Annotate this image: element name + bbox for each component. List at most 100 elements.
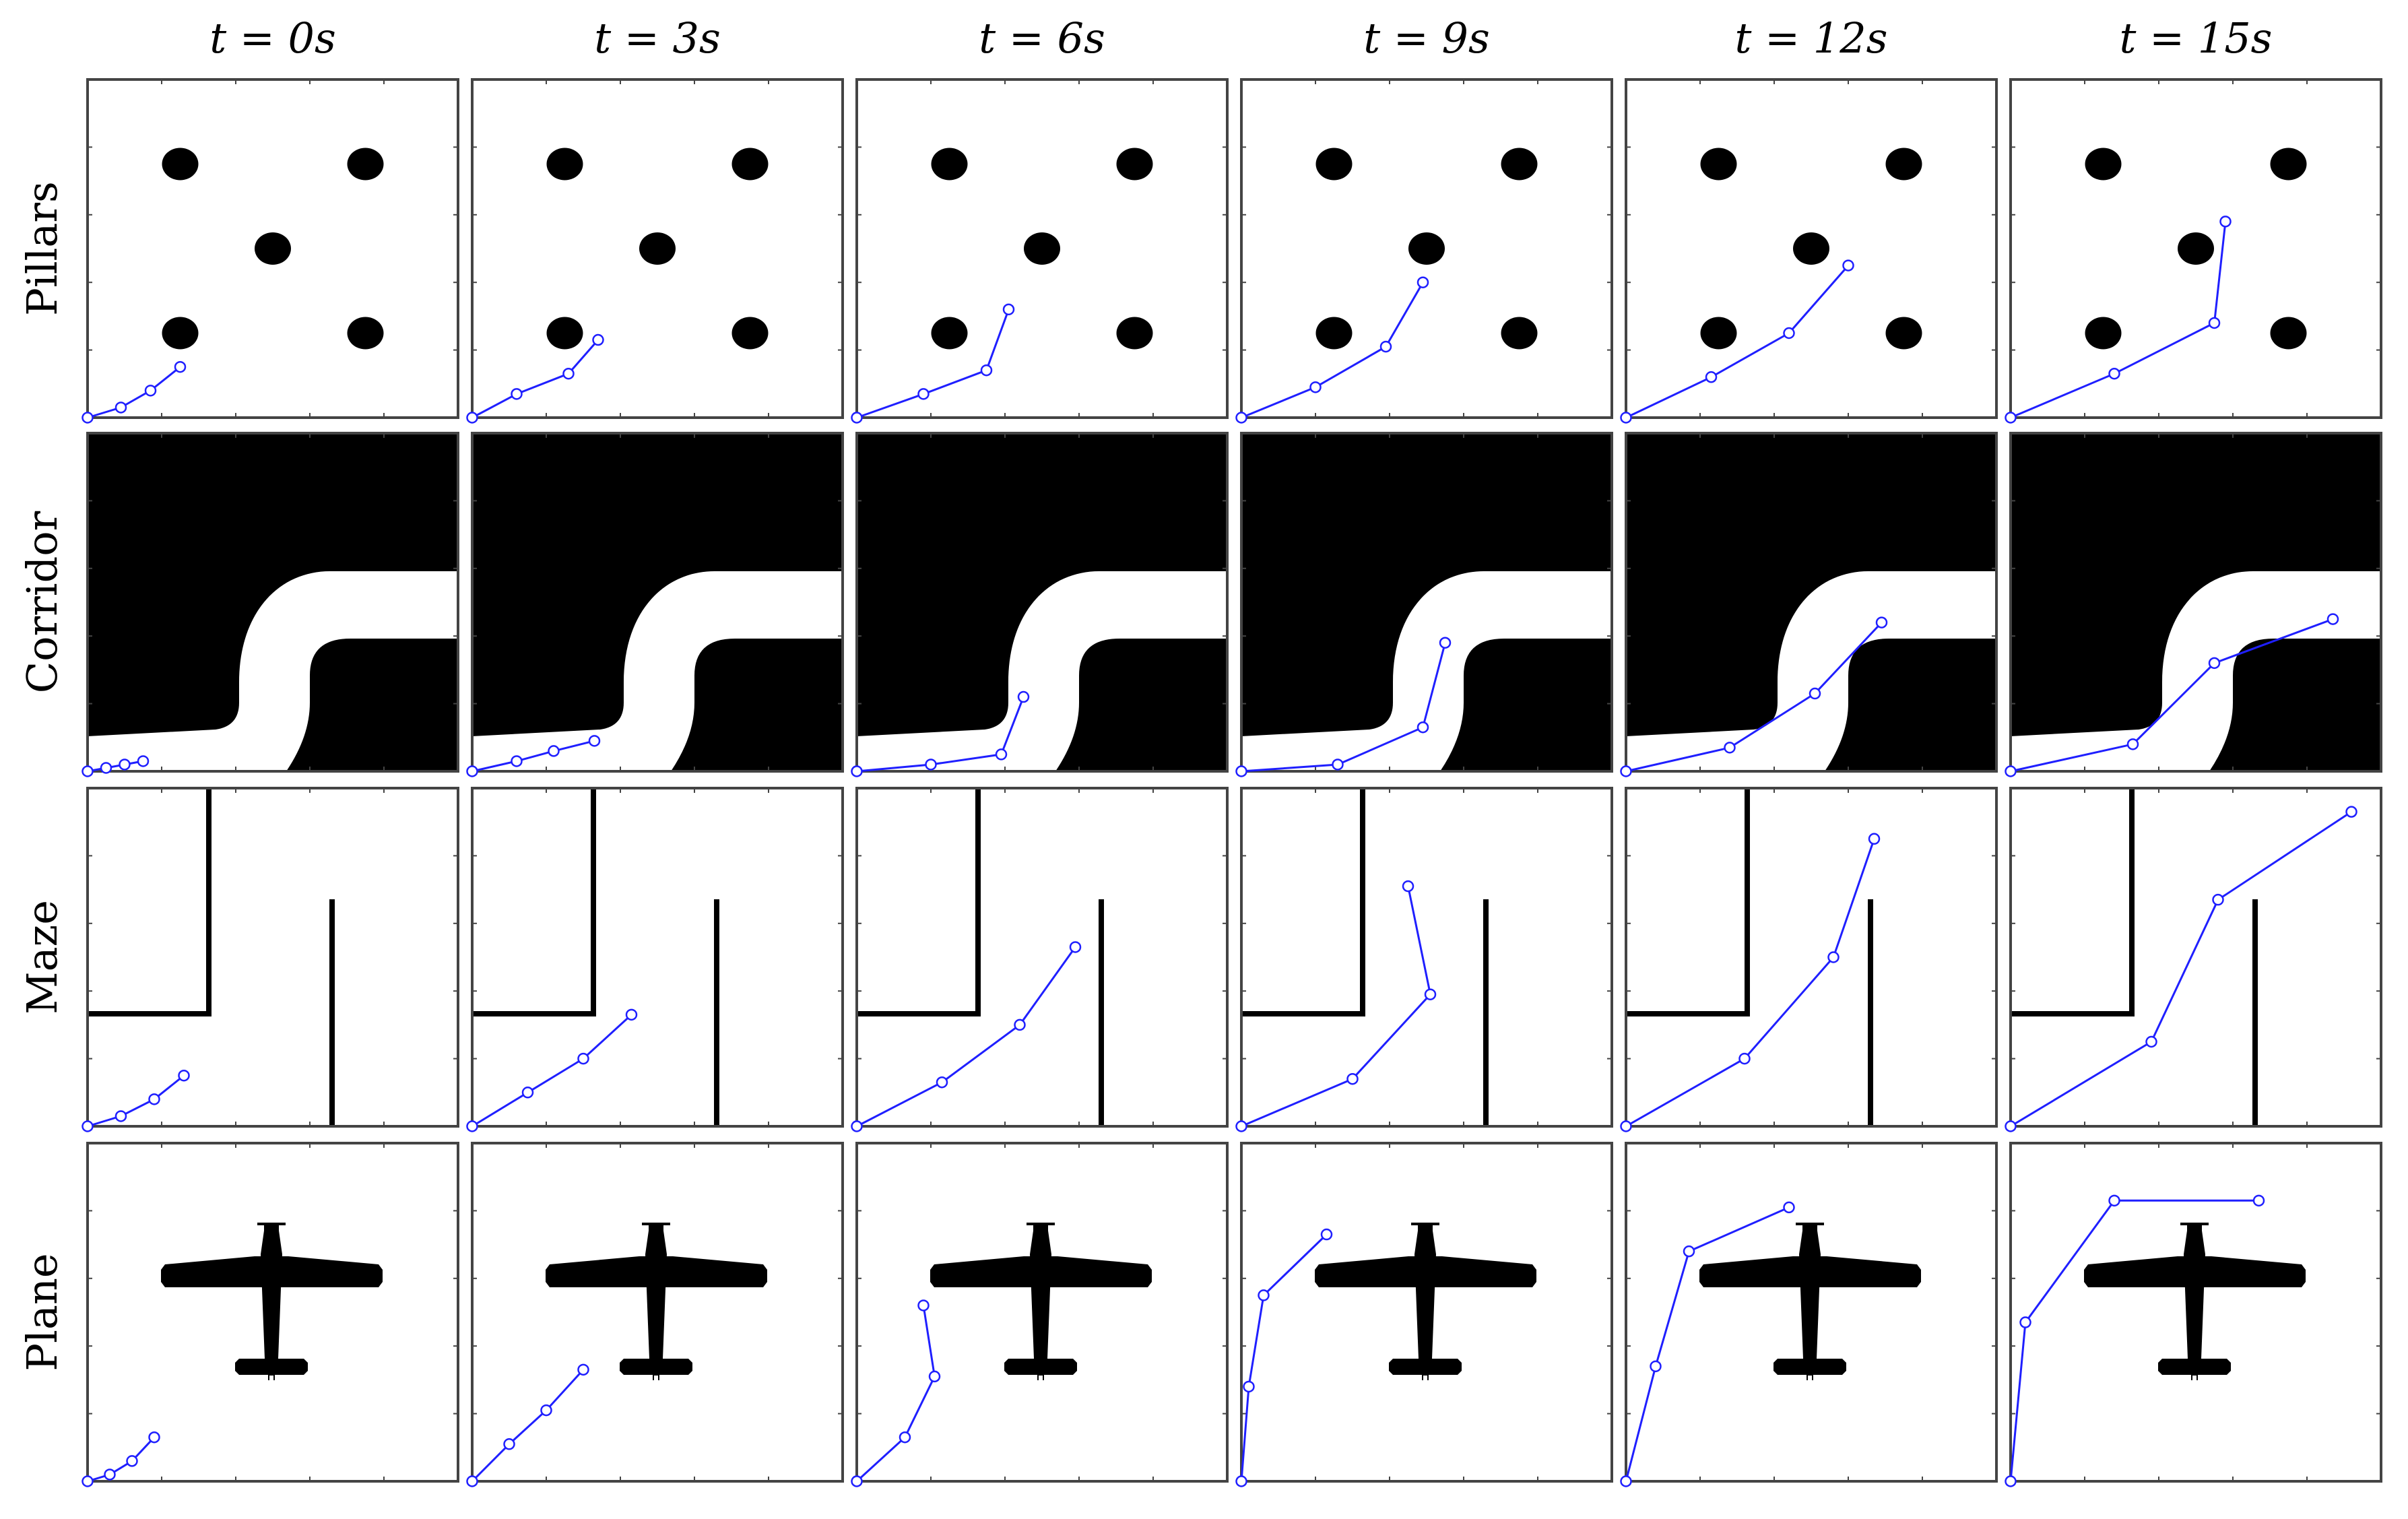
trajectory-waypoint <box>995 748 1008 761</box>
trajectory-waypoint <box>2252 1194 2265 1207</box>
maze-wall <box>88 788 211 1016</box>
panel-pillars <box>1235 78 1613 424</box>
pillar-obstacle <box>1315 148 1353 181</box>
panel-plane <box>1235 1142 1613 1487</box>
trajectory-waypoint <box>521 1087 534 1099</box>
pillar-obstacle <box>1793 232 1829 265</box>
trajectory-waypoint <box>1809 687 1821 700</box>
trajectory-waypoint <box>1002 303 1015 316</box>
trajectory-waypoint <box>466 1120 478 1132</box>
trajectory-waypoint <box>1620 1475 1632 1487</box>
trajectory-waypoint <box>1705 371 1718 383</box>
pillar-obstacle <box>731 317 769 350</box>
trajectory-waypoint <box>1783 1201 1795 1214</box>
trajectory-line <box>87 760 143 773</box>
trajectory-waypoint <box>1235 412 1247 424</box>
panel-grid <box>82 78 2382 1487</box>
panel-plane <box>2005 1142 2382 1487</box>
plane-obstacle <box>930 1223 1152 1380</box>
panel-frame <box>855 787 1229 1128</box>
trajectory-waypoint <box>1243 1380 1255 1393</box>
panel-maze <box>1235 787 1613 1132</box>
panel-corridor <box>1620 432 1998 777</box>
panel-plane <box>1620 1142 1998 1487</box>
trajectory-waypoint <box>540 1404 552 1417</box>
trajectory-line <box>1241 642 1446 773</box>
column-title: t = 0s <box>209 13 336 63</box>
plane-obstacle <box>546 1223 767 1380</box>
trajectory-waypoint <box>82 765 94 777</box>
pillar-obstacle <box>546 317 583 350</box>
panel-pillars <box>466 78 844 424</box>
panel-maze <box>466 787 844 1132</box>
trajectory-waypoint <box>2208 657 2221 670</box>
corridor-passage <box>1626 571 1996 771</box>
row-label: Pillars <box>18 181 67 316</box>
trajectory-waypoint <box>2326 613 2339 625</box>
pillar-obstacle <box>546 148 583 181</box>
pillar-obstacle <box>1315 317 1353 350</box>
trajectory-line <box>856 946 1076 1128</box>
panel-background <box>1626 788 1996 1126</box>
trajectory-waypoint <box>1069 941 1082 953</box>
panel-background <box>857 788 1227 1126</box>
trajectory-line <box>1241 886 1432 1128</box>
trajectory-line <box>1625 622 1883 773</box>
panel-frame <box>2009 432 2382 773</box>
trajectory-waypoint <box>1235 1120 1247 1132</box>
pillar-obstacle <box>1700 148 1737 181</box>
panel-corridor <box>2005 432 2382 777</box>
trajectory-waypoint <box>2005 1120 2017 1132</box>
row-label: Plane <box>18 1253 67 1371</box>
trajectory-line <box>471 740 595 773</box>
trajectory-waypoint <box>2019 1316 2031 1328</box>
trajectory-waypoint <box>1346 1072 1359 1085</box>
pillar-obstacle <box>1408 232 1445 265</box>
plane-obstacle <box>1315 1223 1536 1380</box>
panel-frame <box>1240 432 1613 773</box>
panel-background <box>472 788 843 1126</box>
trajectory-line <box>2010 618 2334 773</box>
trajectory-waypoint <box>1620 765 1632 777</box>
panel-frame <box>86 78 459 419</box>
panel-frame <box>2009 78 2382 419</box>
trajectory-waypoint <box>100 762 112 774</box>
trajectory-waypoint <box>1650 1360 1662 1373</box>
pillar-obstacle <box>1501 148 1538 181</box>
trajectory-waypoint <box>178 1069 190 1082</box>
trajectory-waypoint <box>2108 1194 2120 1207</box>
panel-plane <box>82 1142 459 1487</box>
trajectory-waypoint <box>2208 317 2221 329</box>
maze-wall <box>2011 788 2135 1016</box>
trajectory-waypoint <box>104 1468 116 1481</box>
panel-frame <box>1625 787 1998 1128</box>
row-label: Maze <box>18 900 67 1014</box>
panel-frame <box>1625 432 1998 773</box>
pillar-obstacle <box>2085 317 2122 350</box>
trajectory-waypoint <box>925 758 937 771</box>
panel-corridor <box>466 432 844 777</box>
trajectory-waypoint <box>1620 412 1632 424</box>
trajectory-waypoint <box>1827 951 1840 963</box>
pillar-obstacle <box>639 232 676 265</box>
trajectory-waypoint <box>1235 765 1247 777</box>
trajectory-waypoint <box>2005 412 2017 424</box>
panel-frame <box>855 1142 1229 1483</box>
trajectory-waypoint <box>137 755 150 767</box>
pillar-obstacle <box>162 317 199 350</box>
trajectory-waypoint <box>466 412 478 424</box>
trajectory-waypoint <box>2126 738 2139 750</box>
pillar-obstacle <box>731 148 769 181</box>
trajectory-waypoint <box>1258 1289 1270 1301</box>
pillar-obstacle <box>1885 317 1922 350</box>
panel-corridor <box>851 432 1229 777</box>
panel-plane <box>466 1142 844 1487</box>
trajectory-waypoint <box>1014 1019 1026 1031</box>
panel-frame <box>86 1142 459 1483</box>
trajectory-waypoint <box>1320 1228 1333 1241</box>
pillar-obstacle <box>1024 232 1060 265</box>
pillar-obstacle <box>1116 317 1153 350</box>
trajectory-waypoint <box>148 1093 160 1105</box>
column-title: t = 12s <box>1735 13 1888 63</box>
